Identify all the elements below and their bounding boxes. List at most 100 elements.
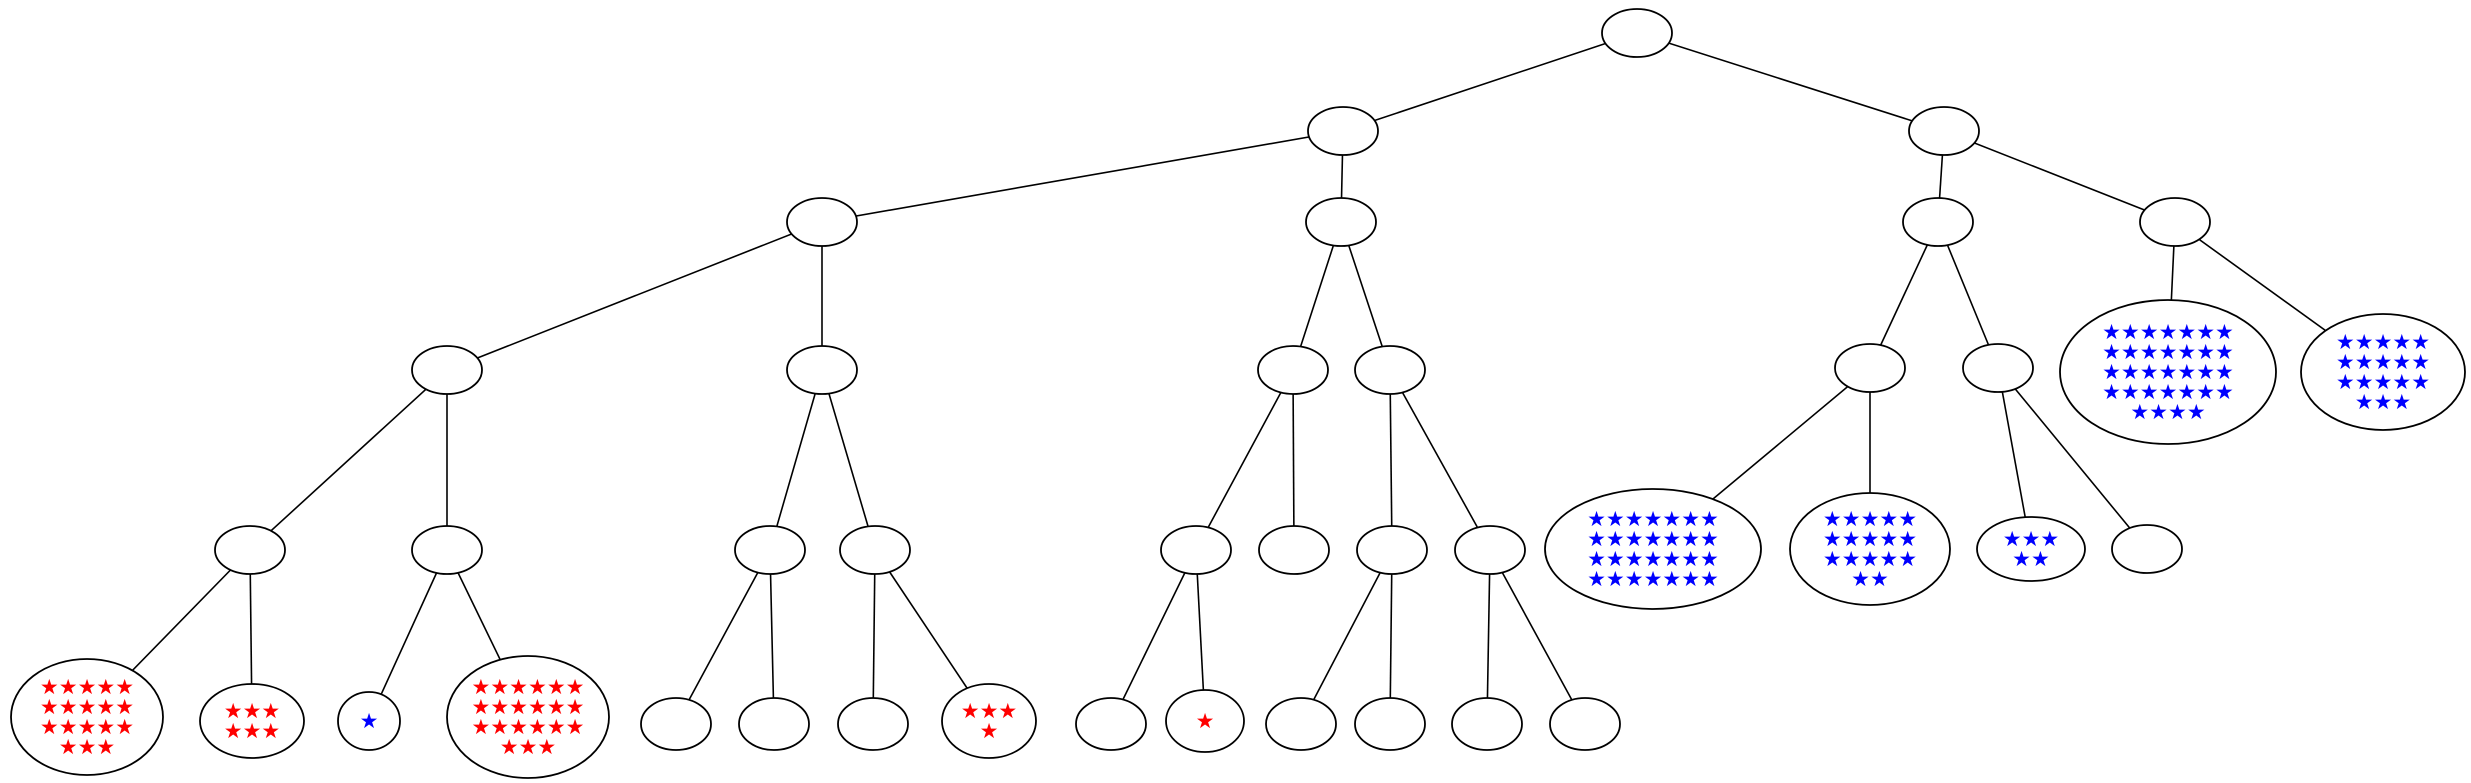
node-ellipse-root <box>1601 8 1673 58</box>
tree-node-E6 <box>1354 697 1426 751</box>
tree-edge-root-R <box>1636 32 1945 132</box>
node-ellipse-blueE <box>1976 516 2086 582</box>
node-ellipse-R1 <box>1902 197 1974 247</box>
node-ellipse-red1 <box>1165 689 1245 753</box>
node-ellipse-E1 <box>640 697 712 751</box>
node-ellipse-E2 <box>738 697 810 751</box>
tree-node-L1 <box>786 197 858 247</box>
node-ellipse-L1 <box>786 197 858 247</box>
tree-edge-root-L <box>1342 32 1638 132</box>
node-ellipse-E3 <box>837 697 909 751</box>
leaf-red-6-star-red6: ★★★★★★ <box>199 683 305 759</box>
node-ellipse-R2 <box>2139 197 2211 247</box>
node-ellipse-P_C <box>734 525 806 575</box>
tree-node-N3 <box>1356 525 1428 575</box>
node-ellipse-P_D <box>839 525 911 575</box>
tree-node-R1 <box>1902 197 1974 247</box>
blue-star-row: ★ <box>360 709 379 733</box>
red-star-row: ★★★★★ <box>40 695 134 719</box>
node-ellipse-P_A <box>214 525 286 575</box>
tree-edge-R1b-F <box>1997 367 2148 550</box>
red-star-row: ★ <box>1196 709 1215 733</box>
node-ellipse-blueA <box>2059 299 2277 445</box>
tree-node-P_D <box>839 525 911 575</box>
blue-star-row: ★★★★★★★ <box>2102 340 2234 364</box>
tree-node-L2 <box>1305 197 1377 247</box>
blue-star-row: ★★★★★ <box>1823 527 1917 551</box>
tree-edge-L2b-N4 <box>1389 369 1491 551</box>
tree-node-R2 <box>2139 197 2211 247</box>
tree-node-L <box>1307 106 1379 156</box>
node-ellipse-blueC <box>1544 488 1762 610</box>
node-ellipse-blueB <box>2300 313 2466 431</box>
leaf-blue-28-star-blueC: ★★★★★★★★★★★★★★★★★★★★★★★★★★★★ <box>1544 488 1762 610</box>
node-ellipse-R <box>1908 106 1980 156</box>
tree-edge-L-L1 <box>821 130 1344 223</box>
leaf-blue-17-star-blueD: ★★★★★★★★★★★★★★★★★ <box>1789 492 1951 606</box>
tree-edge-N3-E5 <box>1300 549 1393 725</box>
tree-node-R <box>1908 106 1980 156</box>
red-star-row: ★★★★★★ <box>472 715 585 739</box>
tree-node-root <box>1601 8 1673 58</box>
tree-node-N2 <box>1258 525 1330 575</box>
tree-edge-L1a-P_A <box>249 369 448 551</box>
red-star-row: ★ <box>980 719 999 743</box>
tree-node-L1b <box>786 345 858 395</box>
red-star-row: ★★★ <box>224 699 280 723</box>
node-ellipse-E7 <box>1451 697 1523 751</box>
tree-edge-N4-E8 <box>1489 549 1586 725</box>
tree-edge-L1-L1a <box>446 221 823 371</box>
tree-edge-R1-R1a <box>1869 221 1939 369</box>
blue-star-row: ★★★★ <box>2130 400 2205 424</box>
node-ellipse-N1 <box>1160 525 1232 575</box>
red-star-row: ★★★ <box>59 735 115 759</box>
tree-node-N1 <box>1160 525 1232 575</box>
blue-star-row: ★★★ <box>2355 390 2411 414</box>
tree-node-P_B <box>411 525 483 575</box>
node-ellipse-red18 <box>10 658 164 776</box>
tree-node-L2b <box>1354 345 1426 395</box>
red-star-row: ★★★★★ <box>40 675 134 699</box>
tree-edge-P_D-E3 <box>872 549 876 725</box>
node-ellipse-N3 <box>1356 525 1428 575</box>
blue-star-row: ★★★★★★★ <box>1587 527 1719 551</box>
node-ellipse-L1b <box>786 345 858 395</box>
node-ellipse-blue1 <box>337 691 401 751</box>
node-ellipse-P_B <box>411 525 483 575</box>
red-star-row: ★★★ <box>224 719 280 743</box>
tree-node-E5 <box>1265 697 1337 751</box>
node-ellipse-L2b <box>1354 345 1426 395</box>
leaf-red-18-star-red18: ★★★★★★★★★★★★★★★★★★ <box>10 658 164 776</box>
leaf-red-4-star-red4: ★★★★ <box>941 683 1037 759</box>
red-star-row: ★★★★★ <box>40 715 134 739</box>
blue-star-row: ★★★★★ <box>2336 330 2430 354</box>
blue-star-row: ★★★★★ <box>2336 370 2430 394</box>
tree-node-P_C <box>734 525 806 575</box>
tree-edge-L2a-N2 <box>1292 369 1295 551</box>
tree-edge-R-R2 <box>1943 130 2176 223</box>
node-ellipse-N4 <box>1454 525 1526 575</box>
node-ellipse-F <box>2111 524 2183 574</box>
blue-star-row: ★★★★★ <box>2336 350 2430 374</box>
blue-star-row: ★★ <box>2012 547 2050 571</box>
node-ellipse-red4 <box>941 683 1037 759</box>
red-star-row: ★★★ <box>961 699 1017 723</box>
tree-edge-N4-E7 <box>1486 549 1491 725</box>
node-ellipse-L2 <box>1305 197 1377 247</box>
tree-edge-L1b-P_C <box>769 369 823 551</box>
tree-edge-L2b-N3 <box>1389 369 1393 551</box>
tree-node-L1a <box>411 345 483 395</box>
tree-node-N4 <box>1454 525 1526 575</box>
tree-edge-L2-L2b <box>1340 221 1391 371</box>
blue-star-row: ★★ <box>1851 567 1889 591</box>
red-star-row: ★★★★★★ <box>472 675 585 699</box>
tree-node-E1 <box>640 697 712 751</box>
tree-node-E8 <box>1549 697 1621 751</box>
red-star-row: ★★★ <box>500 735 556 759</box>
tree-node-E7 <box>1451 697 1523 751</box>
blue-star-row: ★★★★★★★ <box>1587 547 1719 571</box>
tree-node-R1a <box>1834 343 1906 393</box>
tree-edge-N1-E4 <box>1110 549 1197 725</box>
tree-edge-L1b-P_D <box>821 369 876 551</box>
node-ellipse-E6 <box>1354 697 1426 751</box>
